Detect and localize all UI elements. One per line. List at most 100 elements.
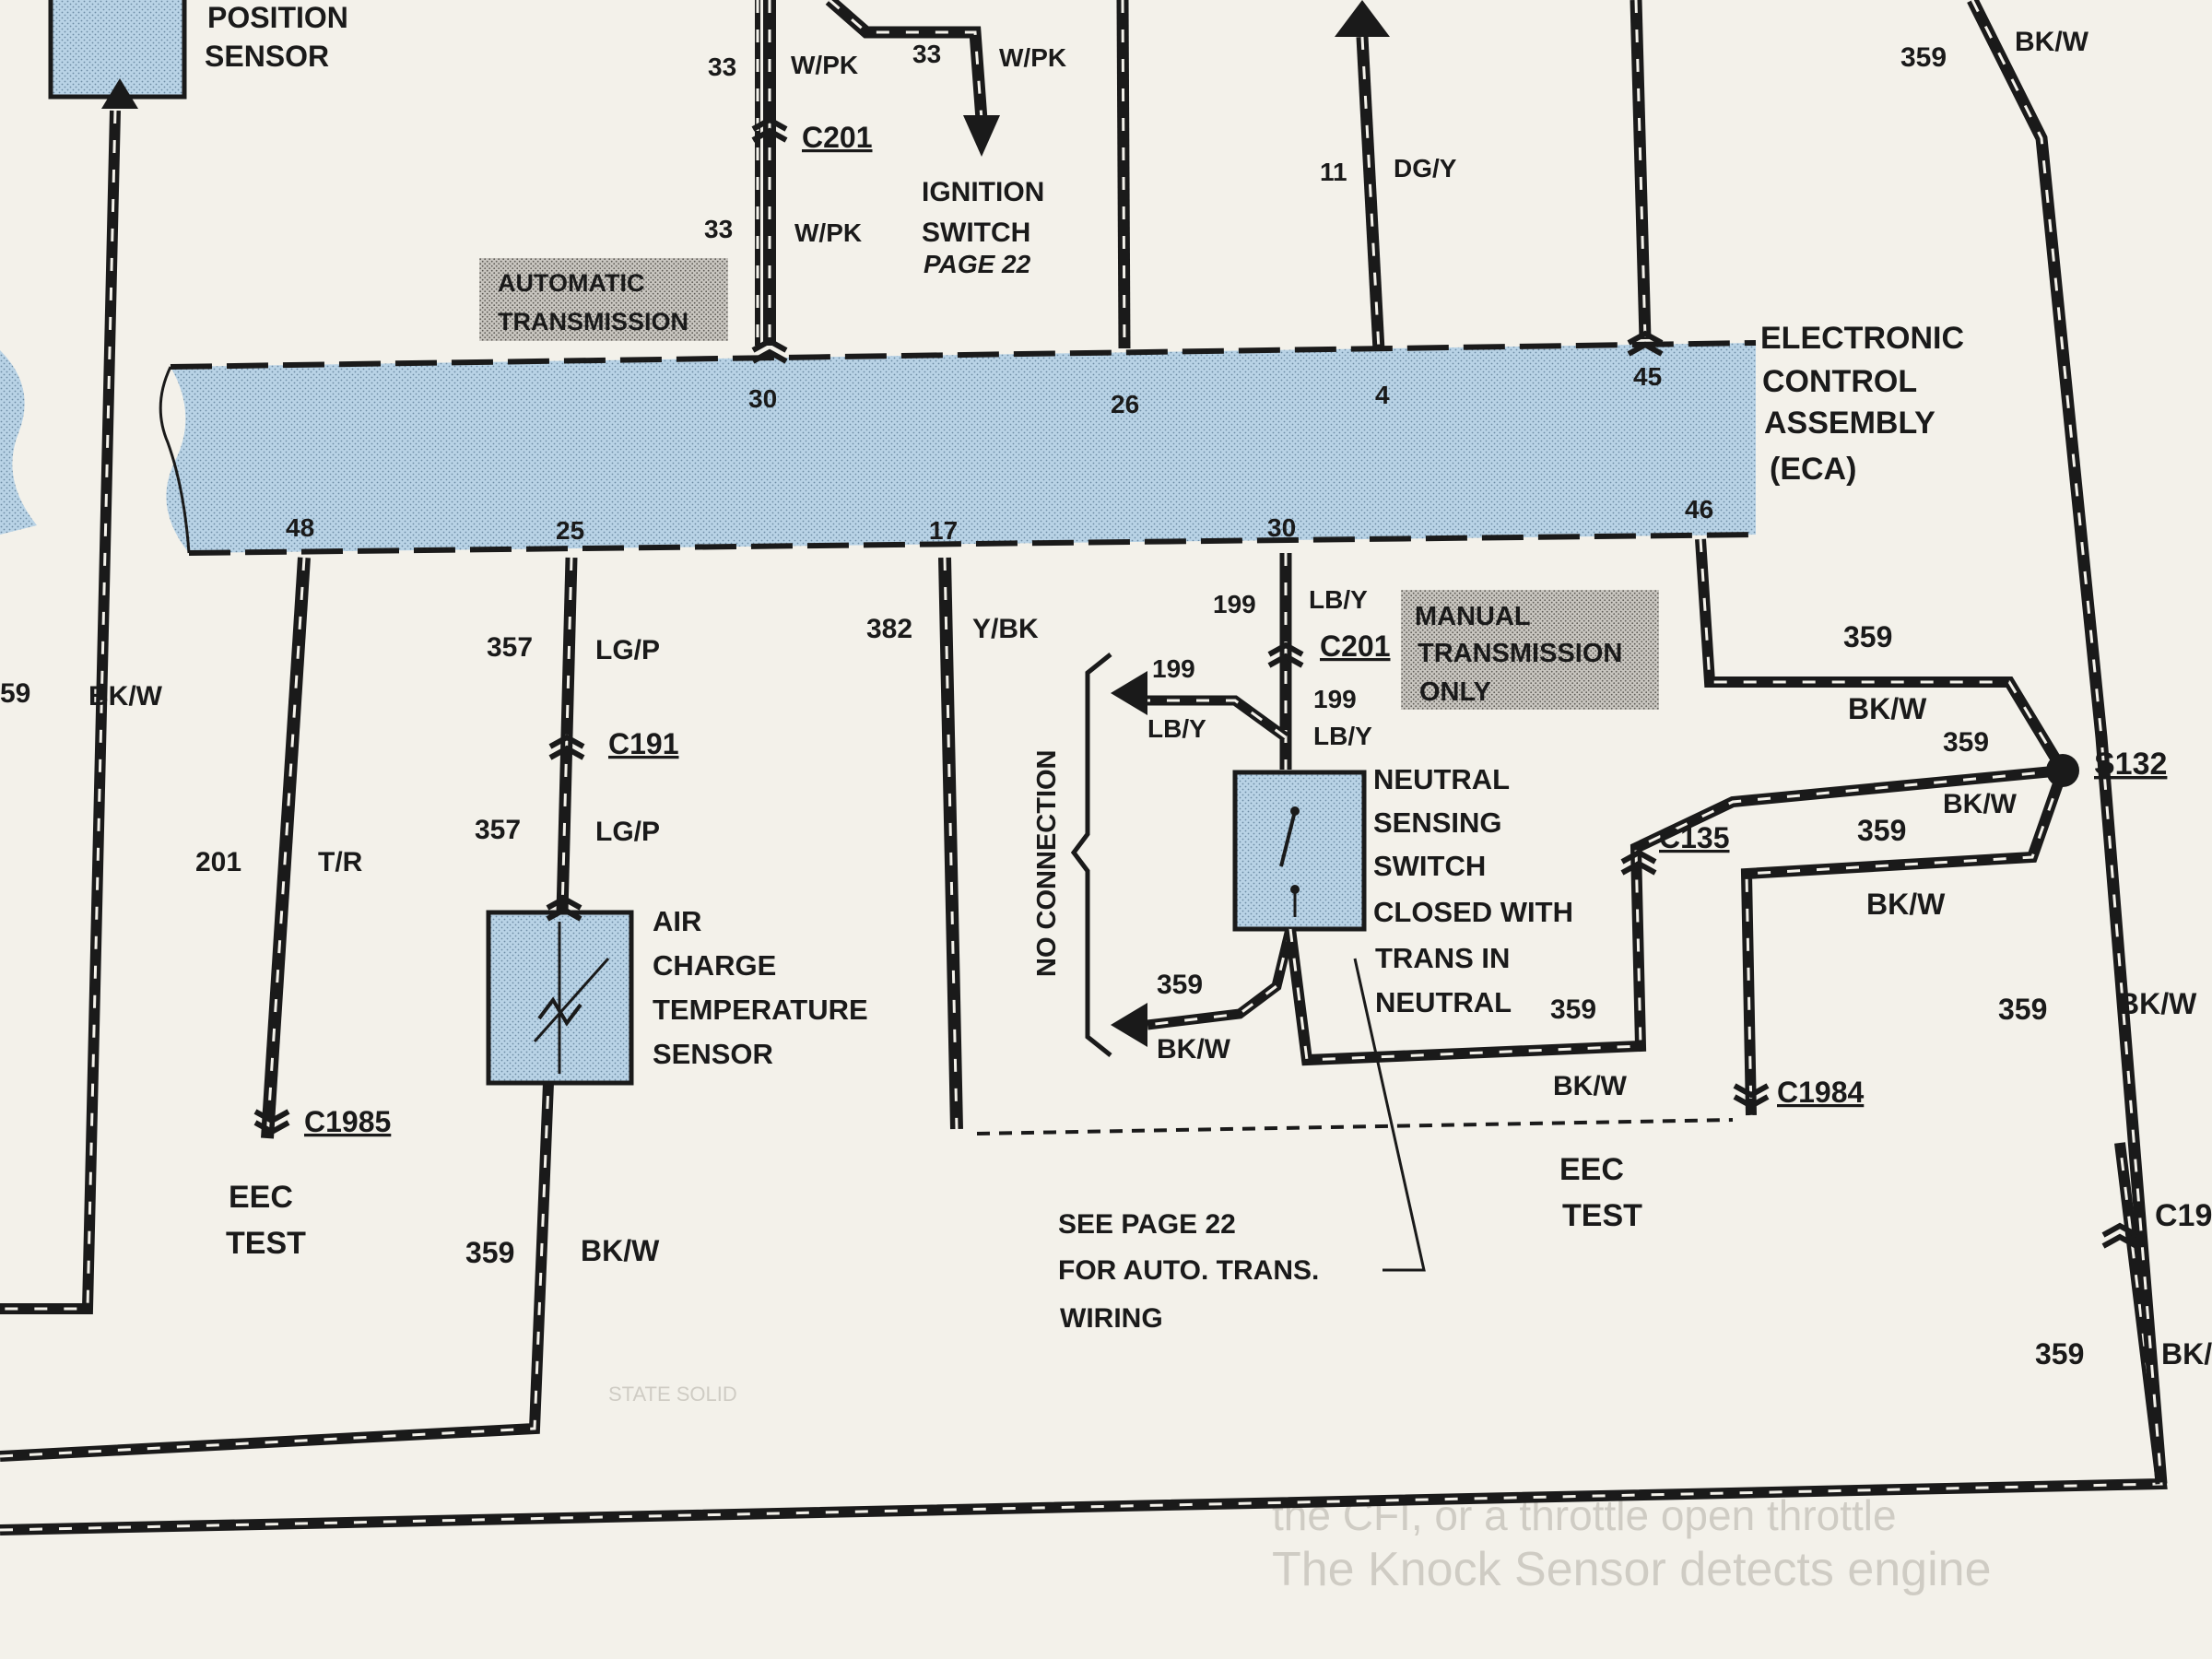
pin-top-4: 4 (1375, 381, 1390, 409)
wire-359-nss-out-stripe (1147, 928, 1292, 1027)
chevron-c191-b-b (546, 906, 582, 922)
manual-trans-label-3: ONLY (1419, 677, 1491, 707)
wire-199-b-num: 199 (1152, 654, 1195, 683)
wire-201 (261, 557, 311, 1139)
chevron-c191-b (548, 745, 585, 760)
pin-bottom-17: 17 (929, 516, 958, 545)
acts-label-2: CHARGE (653, 949, 776, 982)
wire-359-top-num: 359 (1900, 42, 1947, 73)
chevron-c201-top-b (751, 127, 788, 143)
chevron-c19-b (2101, 1233, 2138, 1249)
chevron-c1985 (253, 1120, 290, 1135)
wire-199-c-num: 199 (1313, 685, 1357, 713)
wire-357-b-num: 357 (475, 815, 521, 845)
arrow-down-ignition (963, 115, 1000, 157)
component-labels: POSITION SENSOR ELECTRONIC CONTROL ASSEM… (205, 1, 1964, 1334)
see-page-pointer (1353, 958, 1426, 1272)
wire-359-br-num: 359 (2035, 1337, 2084, 1371)
wire-359-br-color: BK/ (2161, 1337, 2212, 1371)
manual-trans-note-bg (1401, 590, 1659, 710)
pin-labels: 30 26 4 45 48 25 17 30 46 (286, 362, 1713, 545)
wire-201-stripe (265, 557, 306, 1139)
pin-top-26: 26 (1111, 390, 1139, 418)
wire-bottom-ground (0, 1142, 2168, 1535)
eec-test-right-1: EEC (1559, 1152, 1624, 1187)
connector-c201-manual: C201 (1320, 629, 1391, 663)
wire-33-b-num: 33 (912, 40, 941, 68)
wire-359-bottom-color: BK/W (581, 1234, 660, 1267)
auto-trans-label-2: TRANSMISSION (498, 308, 688, 335)
nss-label-1: NEUTRAL (1373, 763, 1510, 795)
wire-359-46-stripe (1699, 538, 2065, 771)
wire-26 (1116, 0, 1131, 349)
nss-label-5: TRANS IN (1375, 942, 1510, 974)
no-connection-label: NO CONNECTION (1032, 750, 1062, 978)
wire-359-right-main-stripe (1971, 0, 2163, 1485)
connector-c135: C135 (1659, 821, 1730, 854)
wire-357-a-num: 357 (487, 632, 533, 663)
wire-382-color: Y/BK (972, 614, 1039, 644)
wire-359-nss-color: BK/W (1157, 1034, 1231, 1065)
eca-label-3: ASSEMBLY (1764, 406, 1936, 441)
chevron-c201-manual (1267, 641, 1304, 657)
chevron-c1985-b (253, 1109, 290, 1124)
eca-label-1: ELECTRONIC (1760, 321, 1964, 356)
bg-text-1: The Knock Sensor detects engine (1272, 1543, 1991, 1596)
arrow-left-359 (1111, 1003, 1147, 1047)
chevron-c135-b (1620, 860, 1657, 876)
neutral-sensing-switch-box (1232, 770, 1367, 932)
arrow-up-circuit-11 (1335, 0, 1390, 37)
wire-bottom-ground-stripe (0, 1142, 2163, 1532)
chevron-c201-top (751, 116, 788, 132)
acts-label-4: SENSOR (653, 1038, 773, 1070)
wire-201-num: 201 (195, 847, 241, 877)
eca-label-2: CONTROL (1762, 364, 1917, 399)
splice-s132-dot (2046, 754, 2079, 787)
eca-module (159, 340, 1757, 556)
wire-359-s132-num: 359 (1943, 727, 1989, 758)
chevron-c191 (548, 734, 585, 749)
pin-top-45: 45 (1633, 362, 1662, 391)
wire-45 (1630, 0, 1652, 340)
connector-c1984: C1984 (1777, 1076, 1865, 1109)
chevron-pin-45 (1627, 330, 1664, 346)
wire-33-a-color: W/PK (791, 51, 858, 79)
wire-359-c135-stripe (1288, 769, 2064, 1062)
wire-359-c135-color: BK/W (1553, 1071, 1628, 1101)
manual-trans-label-2: TRANSMISSION (1418, 639, 1622, 668)
eec-test-left-2: TEST (226, 1226, 306, 1261)
wire-group (0, 0, 2168, 1535)
wire-bottom-359-stripe (0, 1082, 550, 1458)
auto-trans-label-1: AUTOMATIC (498, 269, 644, 297)
pin-bottom-30: 30 (1267, 513, 1296, 542)
wire-33-a-num: 33 (708, 53, 736, 81)
see-page-note-1: SEE PAGE 22 (1058, 1209, 1236, 1240)
pin-bottom-46: 46 (1685, 495, 1713, 524)
wire-33-b-color: W/PK (999, 43, 1066, 72)
wire-labels: 33 W/PK 33 W/PK 33 W/PK 11 DG/Y 359 BK/W… (0, 27, 2212, 1371)
arrow-up-sensor (101, 78, 138, 109)
wire-201-color: T/R (318, 847, 363, 877)
pin-bottom-48: 48 (286, 513, 314, 542)
neutral-switch-symbol (1279, 806, 1300, 917)
wire-11-num: 11 (1320, 158, 1347, 186)
connector-c19: C19 (2155, 1198, 2212, 1233)
wire-199-b-color: LB/Y (1147, 714, 1206, 743)
eca-label-4: (ECA) (1770, 452, 1856, 487)
wire-199-branch-stripe (1147, 699, 1287, 739)
wire-199-c-color: LB/Y (1313, 722, 1372, 750)
splice-s132: S132 (2094, 747, 2167, 782)
acts-label-1: AIR (653, 905, 701, 937)
pin-bottom-25: 25 (556, 516, 584, 545)
wire-357-a-color: LG/P (595, 635, 660, 665)
wire-359-c1984-num: 359 (1857, 814, 1906, 847)
wire-359-nss-num: 359 (1157, 970, 1203, 1000)
wire-bottom-359 (0, 1082, 554, 1462)
wire-33-c-color: W/PK (794, 218, 862, 247)
chevron-pin-45-b (1627, 341, 1664, 357)
bg-text-3: STATE SOLID (608, 1382, 737, 1406)
ignition-switch-label-3: PAGE 22 (924, 250, 1031, 278)
position-sensor-label-1: POSITION (207, 1, 348, 34)
